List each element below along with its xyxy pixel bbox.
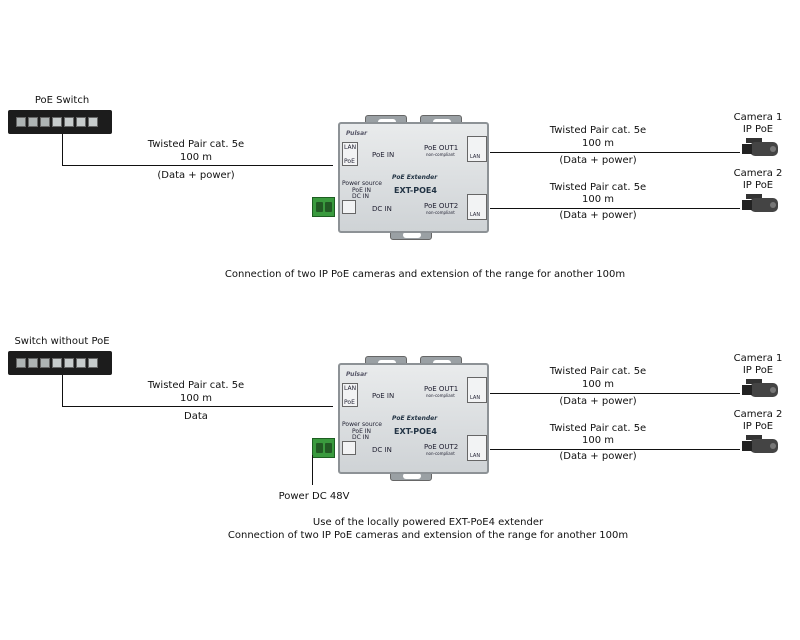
- output-cable-2: [490, 449, 740, 450]
- poe-in-label: PoE IN: [372, 151, 395, 159]
- output-cable-1: [490, 393, 740, 394]
- poe-out1-label: PoE OUT1: [424, 144, 459, 152]
- poe-in-label: PoE IN: [372, 392, 395, 400]
- caption-2-line-2: Connection of two IP PoE cameras and ext…: [227, 530, 629, 541]
- power-label: Power DC 48V: [278, 491, 350, 502]
- network-switch: [8, 110, 112, 134]
- ip-camera-icon: [742, 435, 778, 453]
- poe-extender-device: Pulsar LAN PoE PoE IN PoE Extender EXT-P…: [335, 115, 492, 240]
- dc-in-label: DC IN: [372, 205, 392, 213]
- cable-type: Twisted Pair cat. 5e: [147, 139, 245, 150]
- cable-type: Twisted Pair cat. 5e: [147, 380, 245, 391]
- ip-camera-icon: [742, 379, 778, 397]
- camera-2-label: Camera 2: [733, 168, 783, 179]
- input-cable: [62, 406, 333, 407]
- cable-length: 100 m: [179, 152, 213, 163]
- dc-power-connector: [312, 197, 335, 217]
- caption-1: Connection of two IP PoE cameras and ext…: [224, 269, 626, 280]
- diagram-panel-2: Switch without PoE Twisted Pair cat. 5e …: [0, 336, 800, 591]
- cable-payload: Data: [184, 411, 208, 422]
- diagram-panel-1: PoE Switch Twisted Pair cat. 5e 100 m (D…: [0, 95, 800, 350]
- dc-power-connector: [312, 438, 335, 458]
- output-cable-2: [490, 208, 740, 209]
- caption-2-line-1: Use of the locally powered EXT-PoE4 exte…: [312, 517, 544, 528]
- power-lead: [312, 455, 313, 485]
- poe-out2-label: PoE OUT2: [424, 202, 459, 210]
- device-model: EXT-POE4: [394, 186, 437, 195]
- cable-payload: (Data + power): [157, 170, 235, 181]
- brand-logo: Pulsar: [346, 371, 368, 378]
- device-name: PoE Extender: [392, 174, 438, 181]
- ip-camera-icon: [742, 194, 778, 212]
- poe-out2-label: PoE OUT2: [424, 443, 459, 451]
- switch-label: PoE Switch: [34, 95, 90, 106]
- dc-in-label: DC IN: [372, 446, 392, 454]
- device-model: EXT-POE4: [394, 427, 437, 436]
- poe-out1-label: PoE OUT1: [424, 385, 459, 393]
- switch-label: Switch without PoE: [14, 336, 110, 347]
- camera-1-label: Camera 1: [733, 112, 783, 123]
- output-cable-1: [490, 152, 740, 153]
- device-name: PoE Extender: [392, 415, 438, 422]
- ip-camera-icon: [742, 138, 778, 156]
- camera-1-label: Camera 1: [733, 353, 783, 364]
- network-switch: [8, 351, 112, 375]
- camera-2-label: Camera 2: [733, 409, 783, 420]
- brand-logo: Pulsar: [346, 130, 368, 137]
- input-cable: [62, 165, 333, 166]
- cable-length: 100 m: [179, 393, 213, 404]
- poe-extender-device: Pulsar LAN PoE PoE IN PoE Extender EXT-P…: [335, 356, 492, 481]
